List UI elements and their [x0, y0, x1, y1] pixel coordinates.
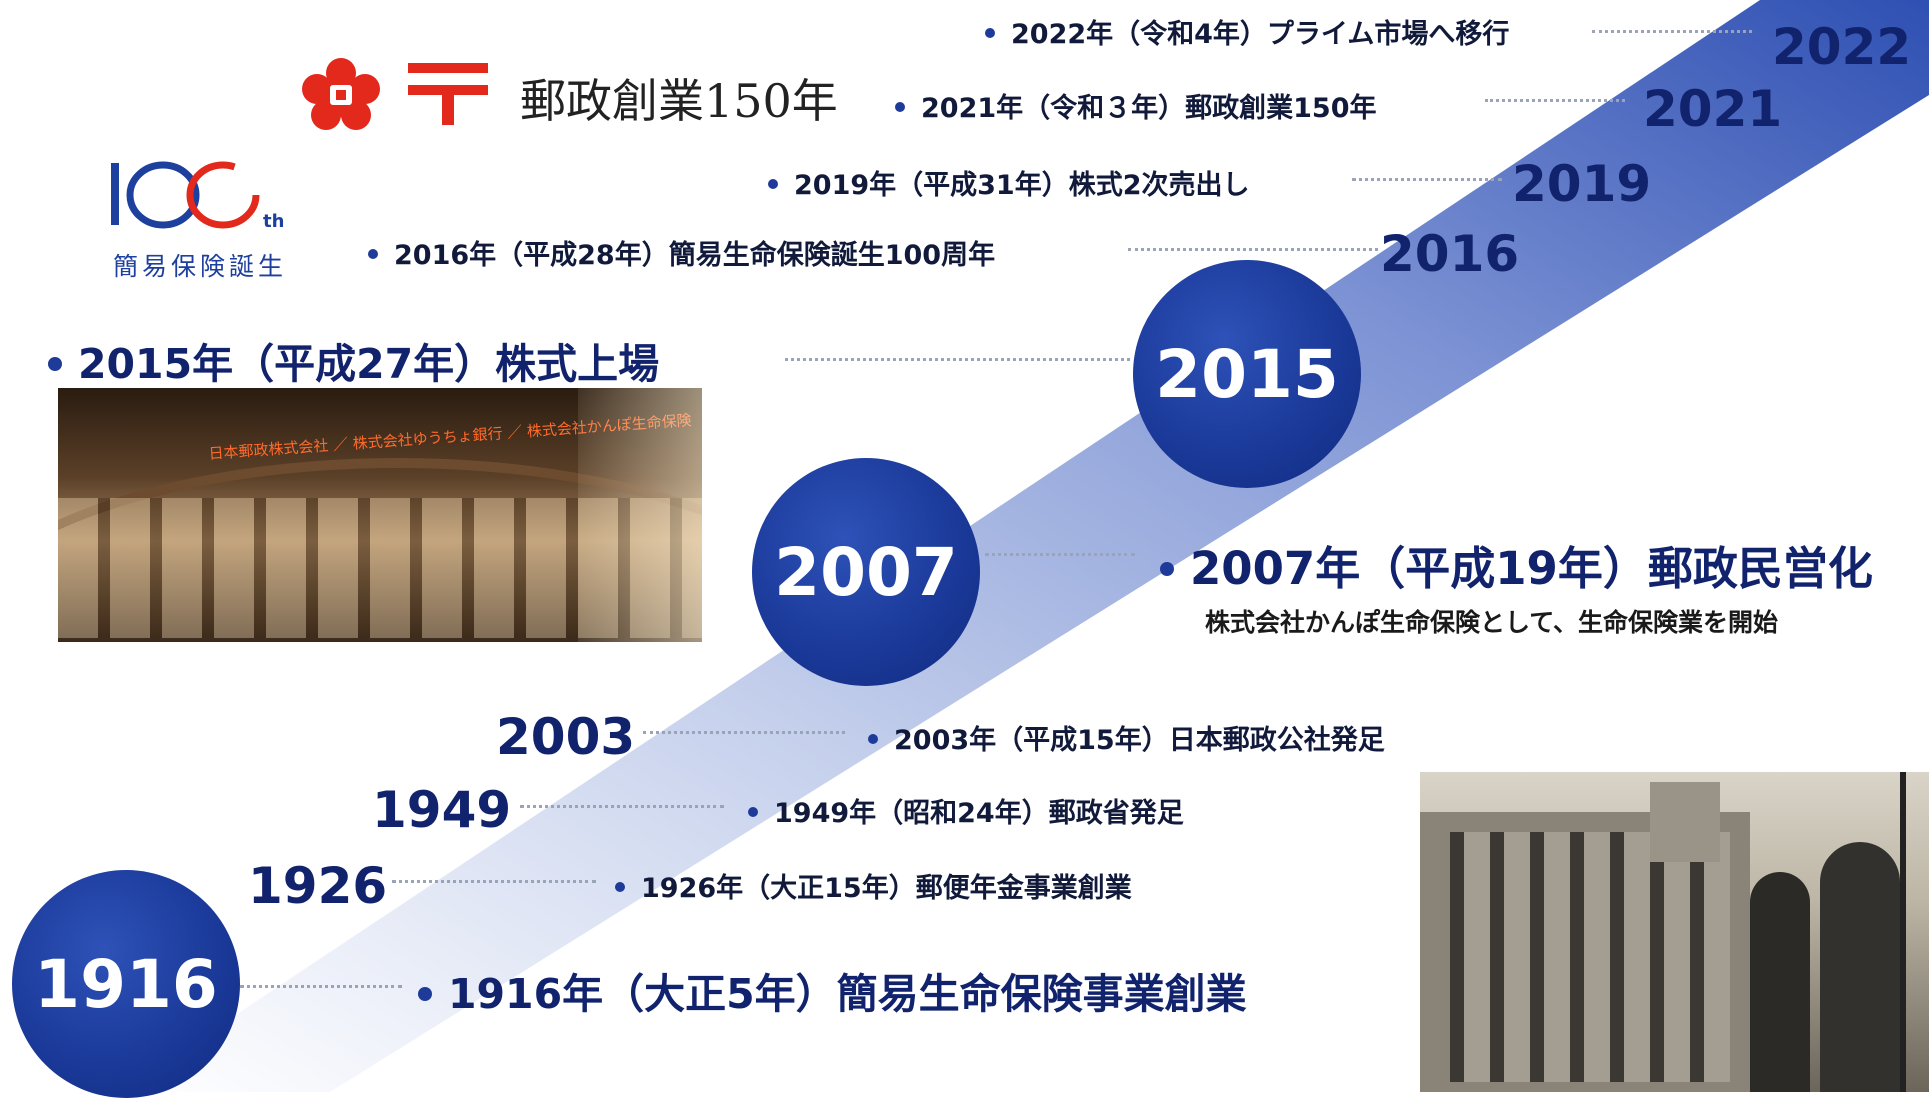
year-circle-2007: 2007: [752, 458, 980, 686]
event-2007-text: 2007年（平成19年）郵政民営化: [1190, 542, 1873, 595]
event-2021-text: 2021年（令和３年）郵政創業150年: [921, 93, 1377, 124]
leader-line-2016: [1128, 248, 1378, 251]
historic-building-photo: [1420, 772, 1929, 1092]
event-2022: 2022年（令和4年）プライム市場へ移行: [985, 12, 1509, 51]
event-2007-subtext: 株式会社かんぽ生命保険として、生命保険業を開始: [1205, 608, 1779, 637]
bullet-icon: [48, 357, 62, 371]
event-2022-text: 2022年（令和4年）プライム市場へ移行: [1011, 19, 1510, 50]
event-2019: 2019年（平成31年）株式2次売出し: [768, 163, 1250, 202]
event-1916-text: 1916年（大正5年）簡易生命保険事業創業: [448, 970, 1247, 1018]
year-circle-1916-label: 1916: [34, 945, 218, 1023]
bullet-icon: [868, 733, 878, 744]
year-circle-2007-label: 2007: [774, 533, 958, 611]
leader-line-2021: [1485, 99, 1625, 102]
year-label-1949: 1949: [372, 781, 512, 839]
year-label-2021: 2021: [1643, 80, 1783, 138]
leader-line-1926: [392, 880, 596, 883]
year-circle-2015-label: 2015: [1155, 335, 1339, 413]
event-2021: 2021年（令和３年）郵政創業150年: [895, 86, 1377, 125]
event-2016: 2016年（平成28年）簡易生命保険誕生100周年: [368, 233, 995, 272]
bullet-icon: [368, 248, 378, 259]
year-label-2022: 2022: [1772, 18, 1912, 76]
leader-line-1916: [240, 985, 402, 988]
hundred-th-mark-icon: [111, 161, 260, 229]
japan-post-logo: 郵政創業150年: [300, 55, 860, 135]
bullet-icon: [615, 881, 625, 892]
event-2016-text: 2016年（平成28年）簡易生命保険誕生100周年: [394, 240, 996, 271]
year-circle-1916: 1916: [12, 870, 240, 1098]
stock-exchange-photo: 日本郵政株式会社 ／ 株式会社ゆうちょ銀行 ／ 株式会社かんぽ生命保険: [58, 388, 702, 642]
event-1949-text: 1949年（昭和24年）郵政省発足: [774, 798, 1184, 829]
event-1926: 1926年（大正15年）郵便年金事業創業: [615, 866, 1132, 905]
event-2003: 2003年（平成15年）日本郵政公社発足: [868, 718, 1385, 757]
kanpo-100th-logo: th 簡易保険誕生: [105, 155, 305, 285]
event-1916: 1916年（大正5年）簡易生命保険事業創業: [418, 960, 1247, 1020]
event-1926-text: 1926年（大正15年）郵便年金事業創業: [641, 873, 1132, 904]
bullet-icon: [748, 806, 758, 817]
bullet-icon: [418, 987, 432, 1001]
post-mark-icon: [408, 63, 488, 125]
event-2007: 2007年（平成19年）郵政民営化: [1160, 532, 1873, 597]
year-label-1926: 1926: [248, 857, 388, 915]
year-label-2003: 2003: [496, 708, 636, 766]
year-circle-2015: 2015: [1133, 260, 1361, 488]
bullet-icon: [895, 101, 905, 112]
leader-line-2019: [1352, 178, 1502, 181]
yusei-150-label: 郵政創業150年: [520, 74, 838, 128]
leader-line-2022: [1592, 30, 1752, 33]
leader-line-1949: [520, 805, 724, 808]
leader-line-2015: [785, 358, 1130, 361]
event-1949: 1949年（昭和24年）郵政省発足: [748, 791, 1184, 830]
bullet-icon: [1160, 562, 1174, 576]
leader-line-2007: [985, 553, 1135, 556]
hundred-suffix: th: [263, 211, 285, 232]
bullet-icon: [768, 178, 778, 189]
event-2019-text: 2019年（平成31年）株式2次売出し: [794, 170, 1250, 201]
bullet-icon: [985, 27, 995, 38]
year-label-2016: 2016: [1380, 225, 1520, 283]
kanpo-birth-label: 簡易保険誕生: [113, 252, 288, 281]
leader-line-2003: [643, 731, 845, 734]
event-2015-text: 2015年（平成27年）株式上場: [78, 340, 660, 388]
event-2003-text: 2003年（平成15年）日本郵政公社発足: [894, 725, 1385, 756]
flower-emblem-icon: [302, 58, 380, 130]
year-label-2019: 2019: [1512, 155, 1652, 213]
event-2015: 2015年（平成27年）株式上場: [48, 330, 659, 390]
